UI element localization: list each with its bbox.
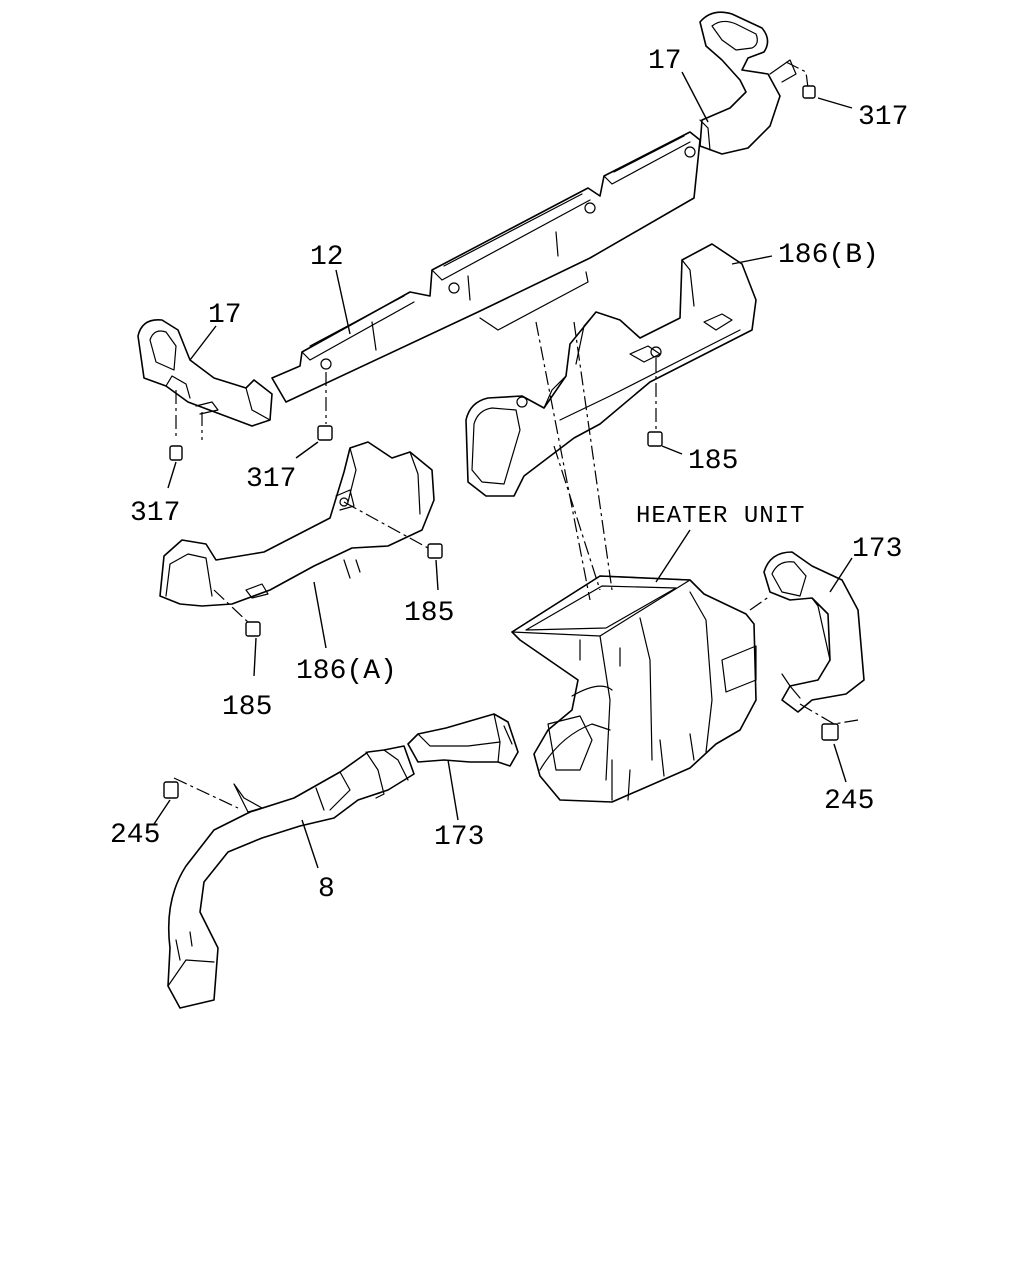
heater-unit xyxy=(511,321,771,803)
screw-317-left xyxy=(167,390,203,489)
duct-8 xyxy=(167,745,415,1009)
duct-17-top-right xyxy=(699,11,797,155)
duct-186a xyxy=(159,441,435,607)
label-duct-186a: 186(A) xyxy=(296,656,397,687)
leader-duct-186a xyxy=(313,581,327,649)
label-duct-17-left: 17 xyxy=(208,300,242,331)
label-screw-185-center: 185 xyxy=(404,598,454,629)
heater-unit-leader xyxy=(655,529,691,583)
label-duct-12: 12 xyxy=(310,242,344,273)
duct-173-center xyxy=(407,713,519,767)
label-bolt-245-left: 245 xyxy=(110,820,160,851)
label-screw-185-left: 185 xyxy=(222,692,272,723)
leader-duct-8 xyxy=(301,819,319,869)
label-duct-173-right: 173 xyxy=(852,534,902,565)
leader-duct-173-right xyxy=(829,557,853,593)
label-duct-186b: 186(B) xyxy=(778,240,879,271)
screw-317-top-right xyxy=(785,61,853,109)
label-bolt-245-right: 245 xyxy=(824,786,874,817)
leader-duct-12 xyxy=(335,269,351,335)
leader-duct-17-top xyxy=(681,71,709,123)
leader-duct-173-center xyxy=(447,759,459,821)
bolt-245-left xyxy=(153,777,239,825)
screw-317-mid xyxy=(295,372,333,459)
screw-185-left xyxy=(213,589,261,677)
label-duct-8: 8 xyxy=(318,874,335,905)
duct-12-main xyxy=(271,131,701,403)
label-screw-317-top-right: 317 xyxy=(858,102,908,133)
screw-185-right xyxy=(647,358,683,455)
leader-duct-17-left xyxy=(189,325,217,361)
screw-185-center xyxy=(343,501,443,591)
label-duct-173-center: 173 xyxy=(434,822,484,853)
label-screw-185-right: 185 xyxy=(688,446,738,477)
label-screw-317-mid: 317 xyxy=(246,464,296,495)
duct-173-right xyxy=(763,551,865,713)
duct-17-left xyxy=(137,319,273,427)
label-duct-17-top: 17 xyxy=(648,46,682,77)
leader-duct-186b xyxy=(731,255,773,265)
label-heater-unit: HEATER UNIT xyxy=(636,503,805,530)
label-screw-317-left: 317 xyxy=(130,498,180,529)
duct-186b xyxy=(465,243,757,497)
bolt-245-right xyxy=(799,703,859,783)
